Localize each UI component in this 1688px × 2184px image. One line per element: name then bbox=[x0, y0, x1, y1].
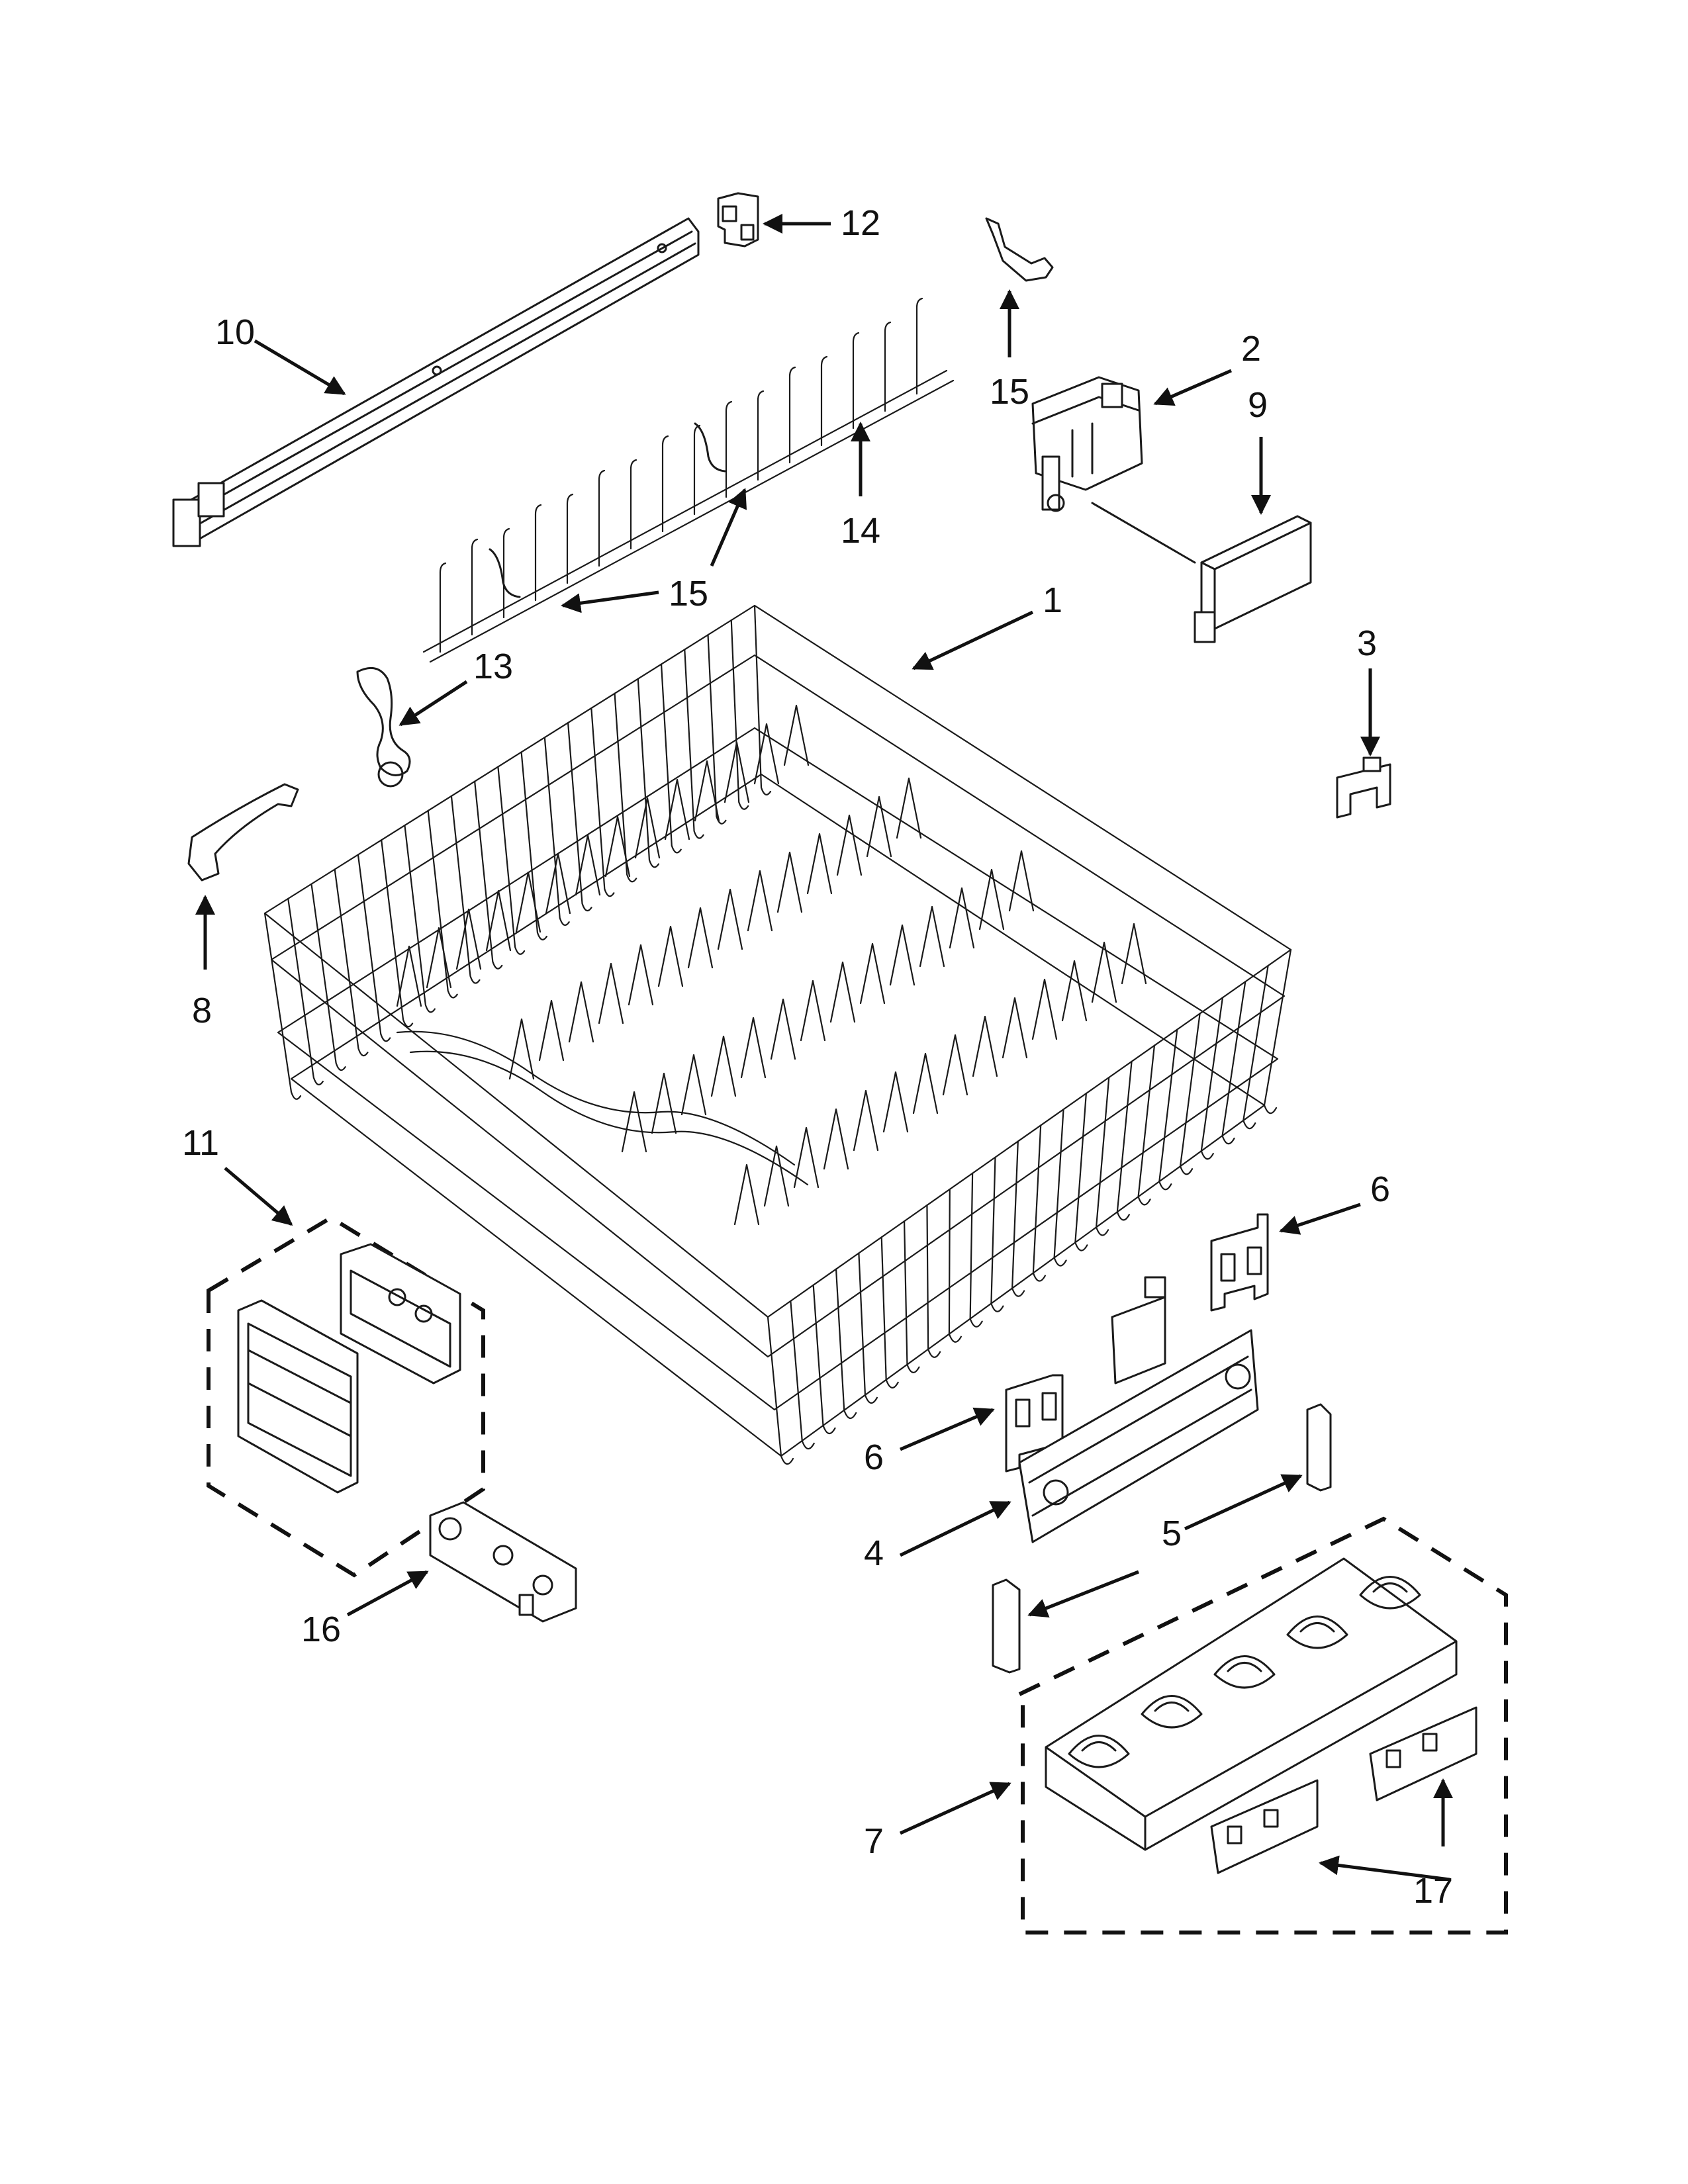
callout-8: 8 bbox=[192, 991, 212, 1030]
rail-part-10 bbox=[172, 217, 700, 547]
callout-15-low: 15 bbox=[669, 574, 708, 614]
clip-part-3 bbox=[1336, 756, 1391, 819]
leader-17-a bbox=[1319, 1855, 1450, 1882]
leader-15-mid bbox=[710, 488, 747, 567]
clip-part-17-right bbox=[1369, 1706, 1477, 1801]
cover-part-9 bbox=[1091, 502, 1312, 643]
callout-3: 3 bbox=[1357, 623, 1377, 663]
clip-part-15-top bbox=[985, 217, 1054, 282]
clip-part-16 bbox=[429, 1501, 577, 1623]
leader-5-right bbox=[1184, 1474, 1303, 1531]
callout-9: 9 bbox=[1248, 385, 1268, 425]
callout-17: 17 bbox=[1413, 1871, 1453, 1911]
callout-11: 11 bbox=[182, 1123, 219, 1163]
leader-2 bbox=[1153, 369, 1232, 406]
callout-13: 13 bbox=[473, 647, 513, 686]
bracket-part-6-upper bbox=[1210, 1213, 1269, 1312]
callout-4: 4 bbox=[864, 1533, 884, 1573]
group-part-11 bbox=[207, 1215, 485, 1578]
clip-part-8 bbox=[187, 783, 299, 882]
clip-part-5-right bbox=[1306, 1403, 1332, 1492]
callout-10: 10 bbox=[215, 312, 255, 352]
clip-part-12 bbox=[717, 192, 759, 248]
callouts: 10 12 15 2 9 14 15 1 13 3 8 11 6 6 4 5 1… bbox=[182, 203, 1453, 1911]
bracket-part-2 bbox=[1031, 376, 1143, 512]
callout-7: 7 bbox=[864, 1821, 884, 1861]
callout-2: 2 bbox=[1241, 329, 1261, 369]
leader-7 bbox=[899, 1782, 1011, 1835]
leader-15-low bbox=[561, 590, 659, 614]
leader-5-left bbox=[1027, 1570, 1139, 1618]
group-part-7 bbox=[1018, 1516, 1508, 1934]
callout-12: 12 bbox=[841, 203, 880, 243]
rack-part-1 bbox=[263, 604, 1292, 1465]
callout-16: 16 bbox=[301, 1610, 341, 1649]
leader-11 bbox=[224, 1167, 293, 1226]
clip-part-5-left bbox=[992, 1578, 1021, 1674]
leader-4 bbox=[899, 1500, 1011, 1557]
clip-part-13 bbox=[356, 666, 411, 788]
leader-13 bbox=[399, 680, 468, 727]
callout-5: 5 bbox=[1162, 1514, 1182, 1553]
tray-part-4 bbox=[1018, 1276, 1259, 1543]
leader-lines bbox=[195, 214, 1453, 1882]
leader-6-lower bbox=[900, 1407, 995, 1451]
clip-part-17-left bbox=[1210, 1779, 1319, 1874]
callout-6-upper: 6 bbox=[1370, 1169, 1390, 1209]
callout-15-top: 15 bbox=[990, 372, 1029, 412]
callout-14: 14 bbox=[841, 511, 880, 551]
callout-1: 1 bbox=[1043, 580, 1062, 620]
callout-6-lower: 6 bbox=[864, 1437, 884, 1477]
leader-10 bbox=[254, 339, 346, 396]
leader-16 bbox=[346, 1570, 429, 1617]
leader-1 bbox=[912, 610, 1034, 670]
leader-6-upper bbox=[1279, 1203, 1361, 1235]
